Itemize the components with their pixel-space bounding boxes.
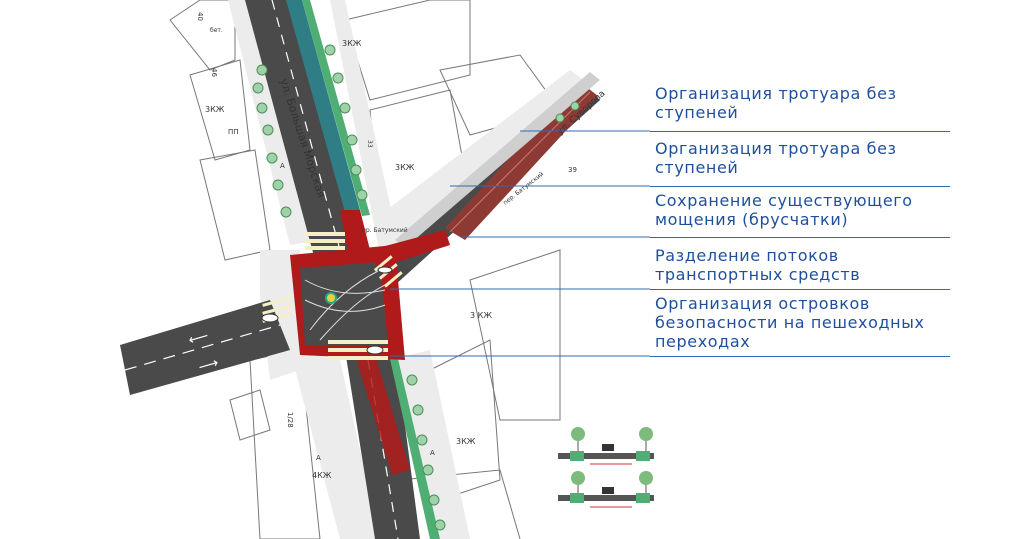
label-building-top-right: 3КЖ: [342, 39, 362, 48]
label-pp: ПП: [228, 128, 239, 136]
cross-section-2: [558, 471, 654, 508]
label-building-top-left: 3КЖ: [205, 105, 225, 114]
callout-sidewalk-no-steps-2: Организация тротуара без ступеней: [655, 139, 897, 177]
callout-sidewalk-no-steps-1: Организация тротуара без ступеней: [655, 84, 897, 122]
label-house-bet: бет.: [210, 27, 223, 34]
callout-safety-islands: Организация островков безопасности на пе…: [655, 294, 925, 351]
label-letter-a1: А: [280, 162, 285, 170]
label-building-bottom-right: 3КЖ: [456, 437, 476, 446]
label-house-33: 33: [366, 140, 373, 148]
main-road: [245, 0, 440, 539]
zebra-crossings: [262, 232, 403, 360]
label-building-mid-right: 3КЖ: [395, 163, 415, 172]
leader-lines: [390, 130, 650, 357]
safety-islands: [261, 266, 393, 355]
label-street-small2: пр. Батумский: [362, 227, 408, 234]
callout-underline-5: [650, 356, 950, 357]
callout-underline-3: [650, 237, 950, 238]
label-house-39: 39: [568, 166, 577, 174]
label-letter-a3: А: [430, 449, 435, 457]
label-house-40: 40: [196, 12, 204, 21]
callout-keep-paving: Сохранение существующего мощения (брусча…: [655, 191, 913, 229]
label-building-bottom-left: 4КЖ: [312, 471, 332, 480]
label-house-1-28: 1/28: [286, 412, 294, 428]
label-building-lower-right: 3 КЖ: [470, 311, 492, 320]
west-road: ⟵ ⟶: [120, 300, 290, 395]
callout-underline-1: [650, 131, 950, 132]
trees: [252, 44, 580, 531]
svg-text:⟶: ⟶: [197, 355, 221, 376]
label-house-46: 46: [210, 68, 218, 77]
callout-underline-4: [650, 289, 950, 290]
callout-underline-2: [650, 186, 950, 187]
callout-traffic-separation: Разделение потоков транспортных средств: [655, 246, 861, 284]
intersection-core: [290, 210, 450, 475]
svg-text:⟵: ⟵: [187, 328, 211, 349]
cross-section-1: [558, 427, 654, 465]
label-letter-a2: А: [316, 454, 321, 462]
